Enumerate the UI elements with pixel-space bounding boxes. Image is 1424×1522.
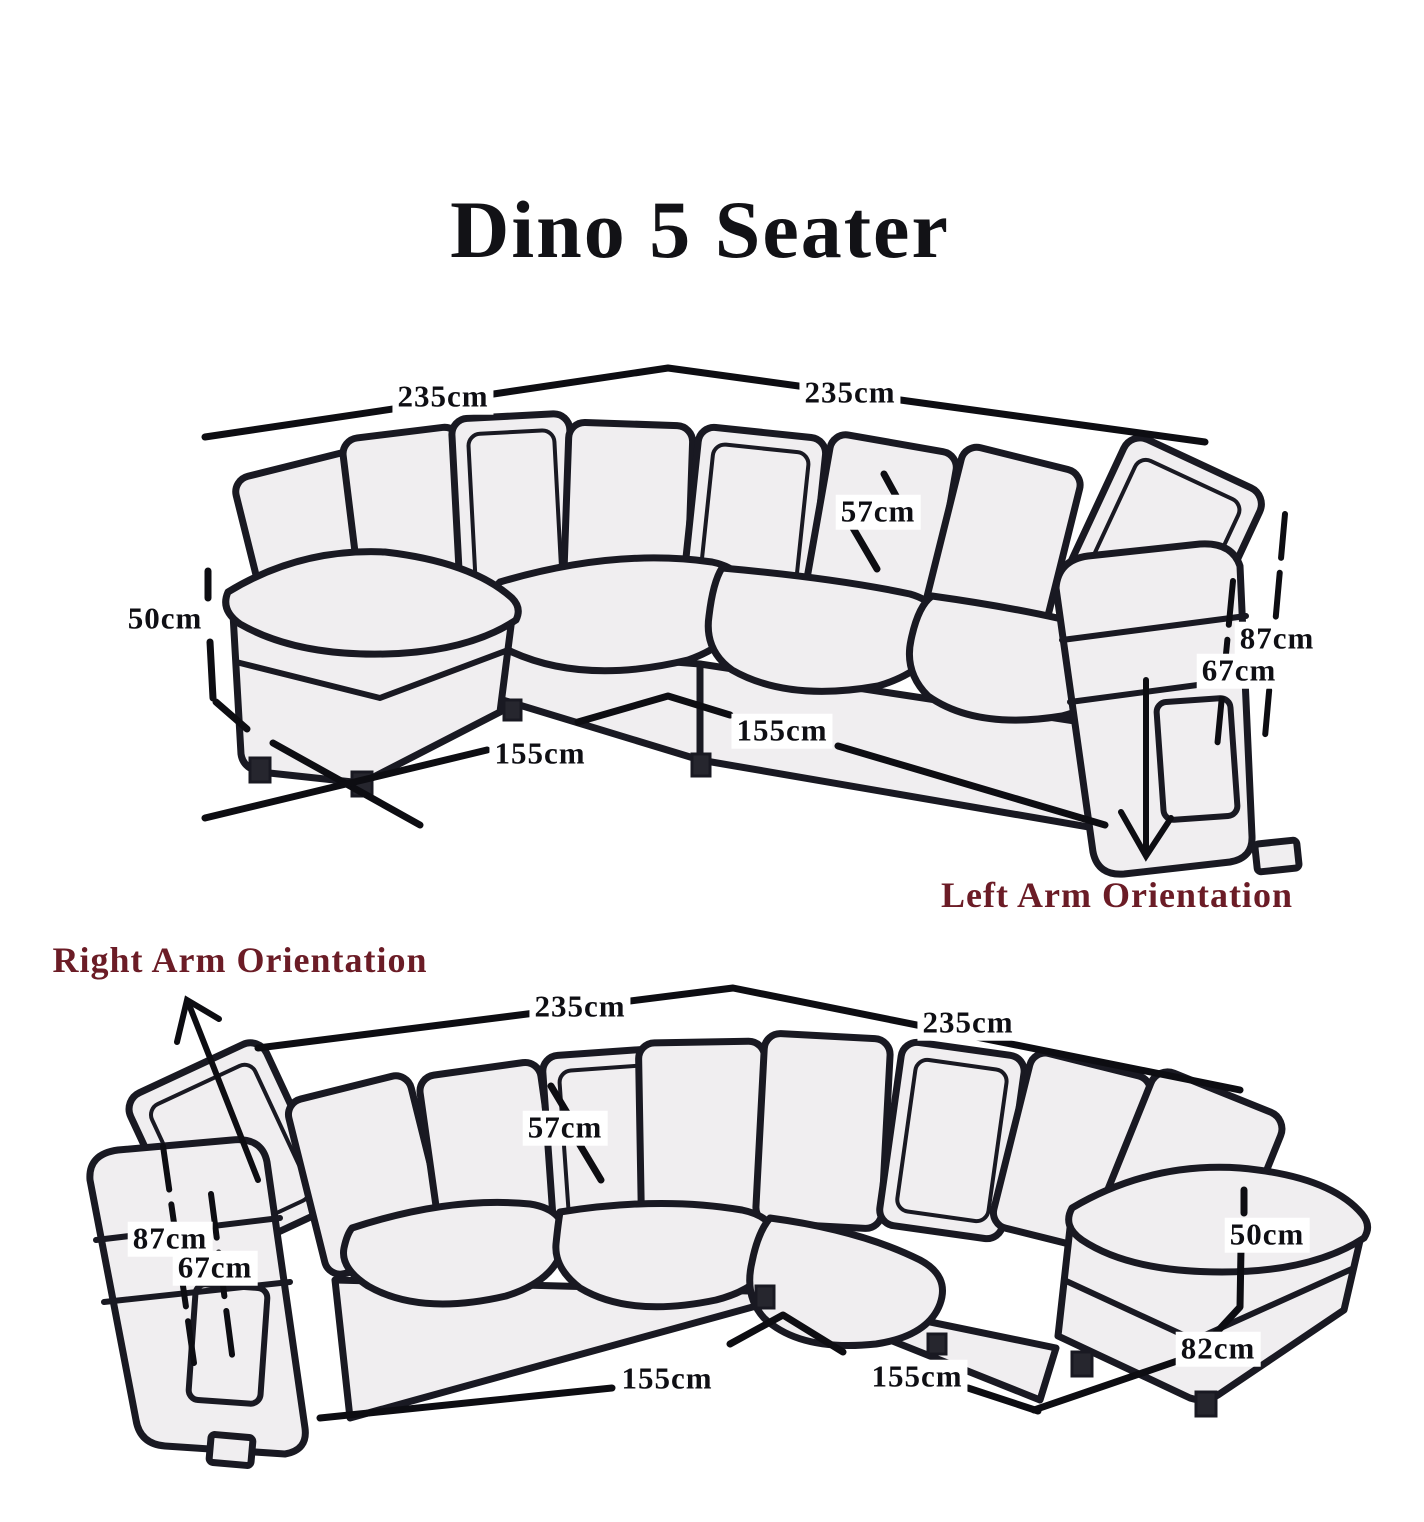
page-title: Dino 5 Seater — [450, 184, 950, 275]
sofa-bottom-arm — [86, 1136, 309, 1469]
sofa-top-drawing — [222, 410, 1303, 878]
sofa-bottom-footstool — [1054, 1163, 1371, 1418]
right-arm-orientation-label: Right Arm Orientation — [52, 940, 428, 980]
sofa-foot — [690, 752, 712, 778]
dim-label-seat-right-bottom: 155cm — [866, 1359, 968, 1395]
dim-label-width-left-top: 235cm — [392, 379, 494, 415]
dim-label-total-height-top: 87cm — [1234, 621, 1320, 657]
dim-label-arm-height-bottom: 67cm — [172, 1250, 258, 1286]
dim-label-seat-right-top: 155cm — [731, 713, 833, 749]
left-arm-orientation-label: Left Arm Orientation — [941, 875, 1293, 915]
up-arrow-icon — [174, 995, 261, 1183]
back-pillows-top — [232, 410, 1265, 661]
dim-label-width-left-bottom: 235cm — [529, 989, 631, 1025]
sofa-foot — [754, 1284, 776, 1310]
down-arrow-icon — [1118, 677, 1174, 862]
dim-label-width-right-top: 235cm — [799, 375, 901, 411]
sofa-bottom-drawing — [86, 1030, 1371, 1469]
dimension-lines-bottom — [160, 984, 1248, 1422]
sofa-top-footstool — [222, 548, 522, 798]
sofa-foot — [926, 1332, 948, 1356]
dim-label-total-height-bottom: 87cm — [127, 1221, 213, 1257]
dim-label-cushion-bottom: 57cm — [522, 1110, 608, 1146]
dim-label-footstool-height-top: 50cm — [122, 601, 208, 637]
dim-label-width-right-bottom: 235cm — [917, 1005, 1019, 1041]
dim-label-cushion-top: 57cm — [835, 494, 921, 530]
dim-label-seat-left-bottom: 155cm — [616, 1361, 718, 1397]
dim-label-arm-height-top: 67cm — [1196, 653, 1282, 689]
dim-label-footstool-width-bottom: 82cm — [1175, 1331, 1261, 1367]
dim-label-footstool-height-bottom: 50cm — [1224, 1217, 1310, 1253]
sofa-foot — [502, 698, 523, 722]
dim-label-seat-left-top: 155cm — [489, 736, 591, 772]
